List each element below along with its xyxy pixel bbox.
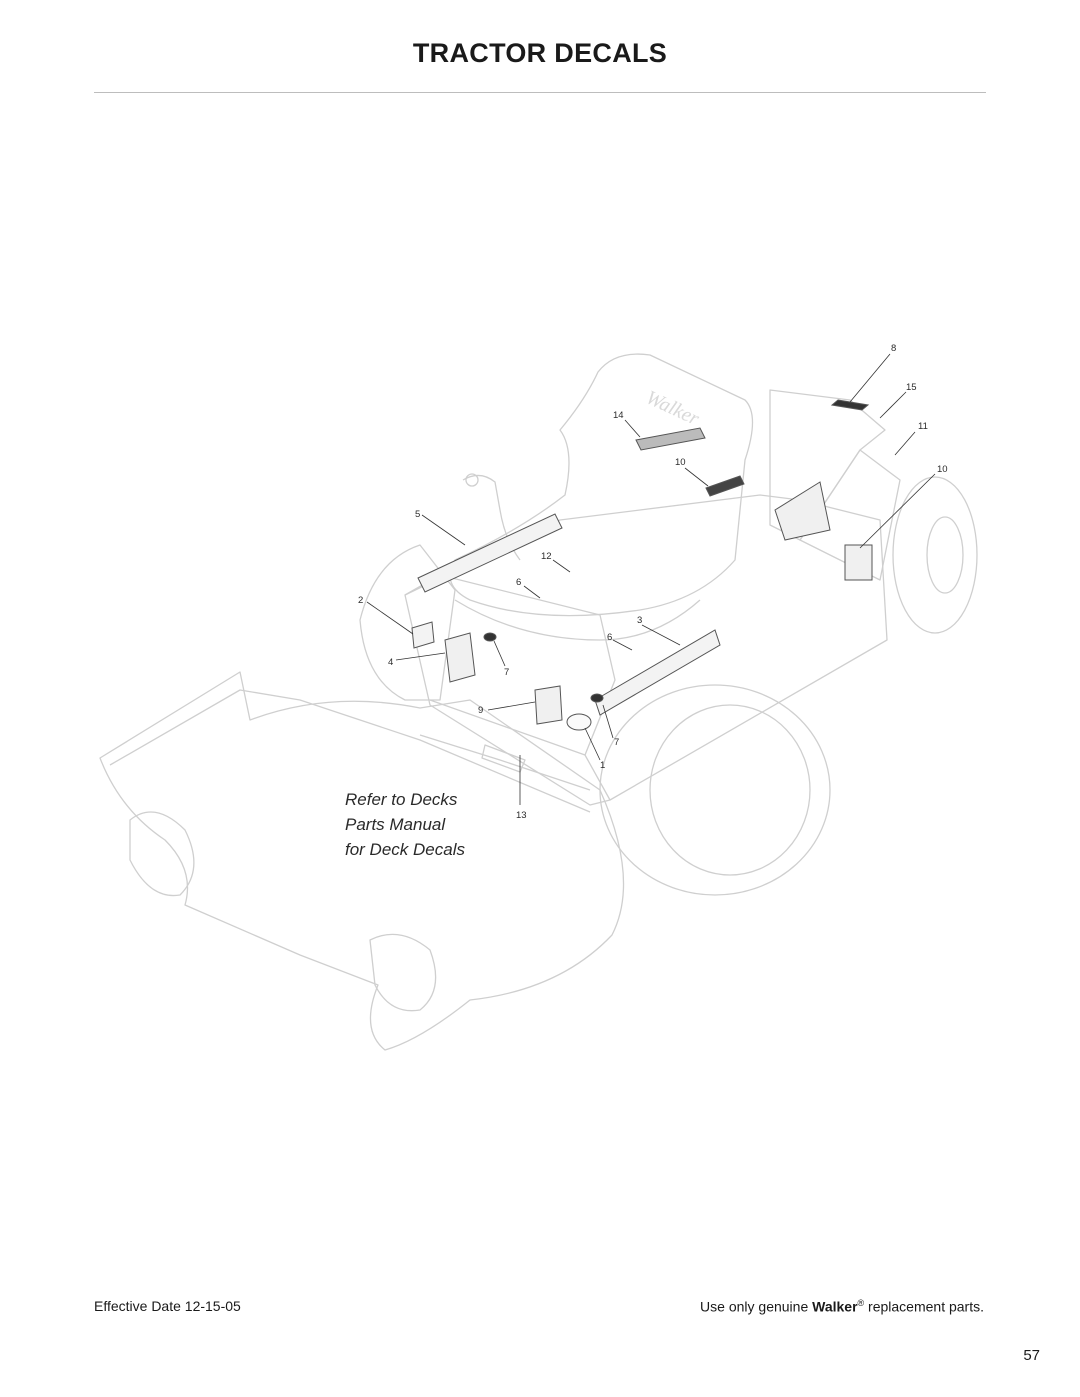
decal-3-operator-panel: [594, 629, 721, 716]
page-number: 57: [1023, 1347, 1040, 1364]
decal-11-engine-badge: [774, 481, 831, 541]
note-line: for Deck Decals: [345, 840, 465, 859]
deck-decals-note: Refer to Decks Parts Manual for Deck Dec…: [345, 787, 465, 862]
parts-prefix: Use only genuine: [700, 1298, 813, 1315]
title-divider: [94, 92, 986, 93]
seat-cushion: [454, 599, 701, 641]
leader-5: [421, 514, 466, 546]
decal-2-serial: [411, 621, 435, 649]
leader-7b: [602, 704, 614, 739]
deck-inner-line: [109, 689, 591, 813]
decal-1-walker-oval: [566, 713, 592, 731]
leader-14: [624, 419, 641, 438]
parts-suffix: replacement parts.: [864, 1298, 984, 1315]
leader-12: [552, 559, 571, 573]
callout-8: 8: [891, 343, 896, 354]
callout-14: 14: [613, 410, 624, 421]
callout-7-right: 7: [614, 737, 619, 748]
note-line: Refer to Decks: [345, 790, 458, 809]
callout-6-upper: 6: [516, 577, 521, 588]
leader-6b: [612, 639, 633, 651]
leader-2: [366, 601, 414, 635]
leader-11: [894, 431, 916, 456]
mower-deck-outline: [99, 671, 625, 1051]
rear-wheel-right: [892, 476, 978, 634]
leader-7a: [493, 640, 506, 667]
callout-15: 15: [906, 382, 917, 393]
effective-date: Effective Date 12-15-05: [94, 1298, 241, 1314]
callout-11: 11: [918, 421, 928, 432]
pto-shaft: [481, 744, 526, 773]
decal-10-seat-badge: [705, 475, 745, 497]
decal-9-safety: [534, 685, 563, 725]
leader-10a: [684, 467, 709, 487]
seat-walker-logo: Walker: [642, 386, 702, 430]
seat-back: [449, 353, 754, 617]
callout-1: 1: [600, 760, 605, 771]
note-line: Parts Manual: [345, 815, 446, 834]
callout-12: 12: [541, 551, 552, 562]
leader-4: [395, 652, 446, 661]
decal-7-right-dot: [590, 693, 604, 703]
leader-3: [641, 624, 681, 646]
front-wheel-inner: [649, 704, 811, 876]
decal-4-warning: [444, 632, 476, 683]
chassis-body: [404, 494, 888, 806]
deck-rear-caster: [369, 933, 437, 1012]
decal-14-seat-logo: [635, 427, 706, 451]
leader-10b: [859, 473, 936, 549]
decal-10-warning: [844, 544, 873, 581]
callout-6-lower: 6: [607, 632, 612, 643]
registered-mark: ®: [857, 1298, 865, 1308]
callout-13: 13: [516, 810, 527, 821]
leader-8: [849, 353, 891, 403]
callout-7-left: 7: [504, 667, 509, 678]
steering-knob: [465, 473, 479, 487]
callout-10-seat: 10: [675, 457, 686, 468]
decal-7-left-dot: [483, 632, 497, 642]
leader-6a: [523, 585, 541, 599]
deck-front-caster: [129, 811, 195, 897]
callout-2: 2: [358, 595, 363, 606]
decal-8-tower: [830, 399, 870, 411]
front-panel-line: [429, 699, 611, 801]
callout-3: 3: [637, 615, 642, 626]
axle-bar: [419, 734, 591, 791]
leader-9: [487, 701, 536, 711]
front-wheel: [599, 684, 831, 896]
page-title: TRACTOR DECALS: [412, 38, 668, 68]
rear-wheel-right-hub: [926, 516, 964, 594]
leader-1: [584, 727, 601, 761]
genuine-parts-note: Use only genuine Walker® replacement par…: [700, 1298, 984, 1315]
callout-9: 9: [478, 705, 483, 716]
leader-15: [879, 391, 907, 419]
callout-5: 5: [415, 509, 420, 520]
decal-5-control-panel: [417, 513, 563, 593]
callout-4: 4: [388, 657, 393, 668]
callout-10-tower: 10: [937, 464, 948, 475]
parts-brand: Walker: [812, 1298, 858, 1315]
